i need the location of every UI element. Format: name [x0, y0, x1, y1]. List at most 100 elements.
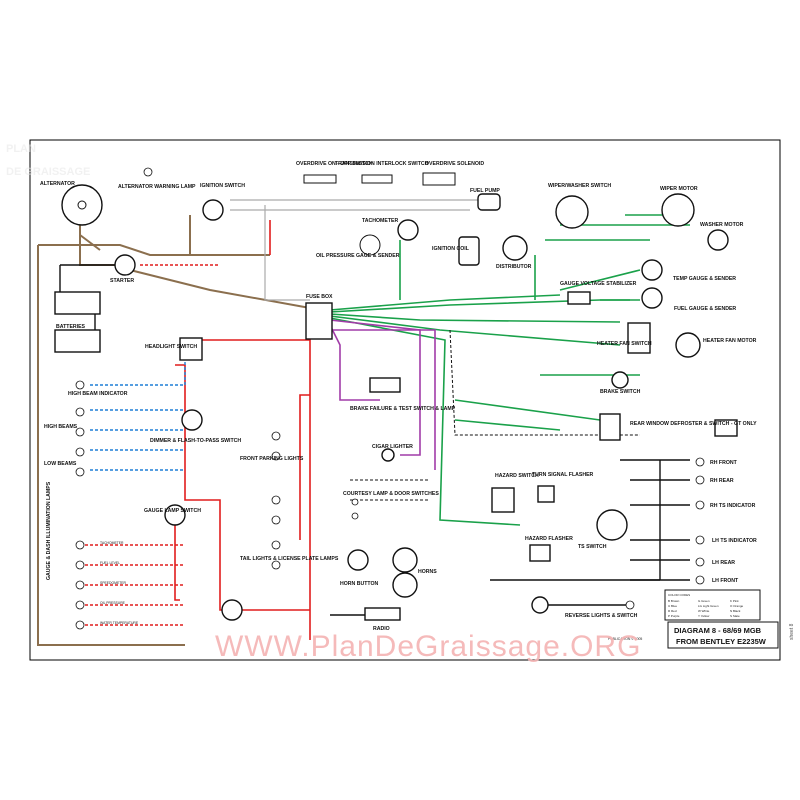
wiper-washer-switch-label: WIPER/WASHER SWITCH — [548, 183, 611, 189]
alternator-warning-lamp: ALTERNATOR WARNING LAMP — [118, 167, 196, 190]
ignition-coil: IGNITION COIL — [432, 236, 480, 266]
overdrive-switch-label: OVERDRIVE ON - OFF SWITCH — [296, 161, 373, 167]
front-parking-lights: FRONT PARKING LIGHTS — [240, 431, 304, 462]
front-parking-lights-label: FRONT PARKING LIGHTS — [240, 456, 304, 462]
wiper-motor: WIPER MOTOR — [660, 186, 698, 227]
heater-fan-switch-label: HEATER FAN SWITCH — [597, 341, 652, 347]
hazard-switch-label: HAZARD SWITCH — [495, 473, 539, 479]
heater-fan-motor: HEATER FAN MOTOR — [675, 332, 757, 358]
rh-rear-label: RH REAR — [710, 478, 734, 484]
turn-signal-flasher-label: TURN SIGNAL FLASHER — [532, 472, 594, 478]
cigar-lighter-label: CIGAR LIGHTER — [372, 444, 413, 450]
headlight-switch: HEADLIGHT SWITCH — [145, 337, 203, 361]
horns-label: HORNS — [418, 569, 437, 575]
lh-rear-lamp: LH REAR — [695, 557, 735, 567]
brake-failure-label: BRAKE FAILURE & TEST SWITCH & LAMP — [350, 406, 456, 412]
radio: RADIO — [364, 607, 401, 632]
horn-button-label: HORN BUTTON — [340, 581, 378, 587]
brake-failure-switch: BRAKE FAILURE & TEST SWITCH & LAMP — [350, 377, 456, 412]
oil-pressure-label: OIL PRESSURE GAGE & SENDER — [316, 253, 400, 259]
black-wires — [59, 199, 690, 616]
dash-lamp-label: TACHOMETER — [100, 541, 124, 545]
horns: HORNS — [392, 547, 437, 598]
batteries-label: BATTERIES — [56, 324, 86, 330]
legend-item: Y Yellow — [698, 614, 710, 618]
ts-switch-label: TS SWITCH — [578, 544, 607, 550]
oil-pressure-gauge: OIL PRESSURE GAGE & SENDER — [316, 234, 400, 259]
ignition-switch: IGNITION SWITCH — [200, 183, 245, 221]
ignition-coil-label: IGNITION COIL — [432, 246, 470, 252]
washer-motor: WASHER MOTOR — [700, 222, 744, 251]
blue-wires — [90, 360, 186, 471]
hazard-flasher-label: HAZARD FLASHER — [525, 536, 573, 542]
sheet-tag: sheet 8 — [789, 623, 795, 640]
transmission-switch-label: TRANSMISSION INTERLOCK SWITCH — [335, 161, 429, 167]
diagram-title: DIAGRAM 8 - 68/69 MGB — [674, 626, 762, 635]
alternator-warning-lamp-label: ALTERNATOR WARNING LAMP — [118, 184, 196, 190]
tachometer-label: TACHOMETER — [362, 218, 398, 224]
rear-window-defroster: REAR WINDOW DEFROSTER & SWITCH - GT ONLY — [599, 413, 757, 441]
legend-item: G Green — [698, 599, 710, 603]
distributor: DISTRIBUTOR — [496, 235, 532, 270]
lh-rear-label: LH REAR — [712, 560, 735, 566]
reverse-lights: REVERSE LIGHTS & SWITCH — [531, 596, 638, 619]
reverse-lights-label: REVERSE LIGHTS & SWITCH — [565, 613, 638, 619]
logo-line1: PLAN — [6, 143, 36, 155]
dimmer-switch: DIMMER & FLASH-TO-PASS SWITCH — [150, 409, 241, 444]
temp-gauge: TEMP GAUGE & SENDER — [641, 259, 736, 282]
horn-button: HORN BUTTON — [340, 549, 378, 587]
starter: STARTER — [110, 254, 136, 284]
transmission-switch: TRANSMISSION INTERLOCK SWITCH — [335, 161, 429, 184]
purple-wires — [329, 319, 436, 470]
rh-ts-indicator: RH TS INDICATOR — [695, 500, 756, 510]
high-beams: HIGH BEAMS — [44, 407, 85, 437]
green-wires — [329, 214, 690, 526]
heater-fan-switch: HEATER FAN SWITCH — [597, 322, 652, 354]
rear-window-defroster-label: REAR WINDOW DEFROSTER & SWITCH - GT ONLY — [630, 421, 757, 427]
overdrive-switch: OVERDRIVE ON - OFF SWITCH — [296, 161, 373, 184]
fuel-pump: FUEL PUMP — [470, 188, 501, 211]
hazard-switch: HAZARD SWITCH — [491, 473, 539, 513]
lh-ts-indicator: LH TS INDICATOR — [695, 535, 757, 545]
distributor-label: DISTRIBUTOR — [496, 264, 532, 270]
logo-watermark: PLAN DE GRAISSAGE — [6, 143, 90, 178]
color-legend: COLOR CODES B Brown U Blue R Red P Purpl… — [664, 589, 761, 621]
ignition-switch-label: IGNITION SWITCH — [200, 183, 245, 189]
courtesy-lamp: COURTESY LAMP & DOOR SWITCHES — [343, 491, 439, 520]
rh-front-label: RH FRONT — [710, 460, 738, 466]
title-block: DIAGRAM 8 - 68/69 MGB FROM BENTLEY E2235… — [667, 621, 779, 649]
wiper-washer-switch: WIPER/WASHER SWITCH — [548, 183, 611, 229]
brake-switch-label: BRAKE SWITCH — [600, 389, 641, 395]
brake-switch: BRAKE SWITCH — [600, 371, 641, 395]
legend-heading: COLOR CODES — [668, 593, 690, 597]
gauge-dash-lamps: GAUGE & DASH ILLUMINATION LAMPS TACHOMET… — [46, 481, 139, 630]
legend-item: R Red — [668, 609, 677, 613]
gauge-dash-lamps-label: GAUGE & DASH ILLUMINATION LAMPS — [46, 481, 52, 580]
low-beams: LOW BEAMS — [44, 447, 85, 477]
lh-ts-indicator-label: LH TS INDICATOR — [712, 538, 757, 544]
legend-item: O Orange — [730, 604, 744, 608]
legend-item: P Purple — [668, 614, 680, 618]
legend-item: K Pink — [730, 599, 739, 603]
bottom-lamp — [221, 599, 243, 621]
gauge-voltage-stabilizer-label: GAUGE VOLTAGE STABILIZER — [560, 281, 637, 287]
headlight-switch-label: HEADLIGHT SWITCH — [145, 344, 197, 350]
watermark-url: WWW.PlanDeGraissage.ORG — [215, 630, 641, 663]
starter-label: STARTER — [110, 278, 134, 284]
legend-item: S Slate — [730, 614, 740, 618]
tachometer: TACHOMETER — [362, 218, 419, 241]
dash-lamp-label: WATER TEMPERATURE — [100, 621, 139, 625]
legend-item: B Brown — [668, 599, 680, 603]
logo-line2: DE GRAISSAGE — [6, 166, 90, 178]
fuse-box: FUSE BOX — [305, 294, 333, 340]
tail-lights: TAIL LIGHTS & LICENSE PLATE LAMPS — [240, 495, 339, 570]
legend-item: W White — [698, 609, 710, 613]
gauge-lamp-switch: GAUGE LAMP SWITCH — [144, 504, 201, 526]
dash-lamp-label: SPEEDOMETER — [100, 581, 127, 585]
fuse-box-label: FUSE BOX — [306, 294, 333, 300]
cigar-lighter: CIGAR LIGHTER — [372, 444, 413, 462]
high-beams-label: HIGH BEAMS — [44, 424, 78, 430]
fuel-gauge-label: FUEL GAUGE & SENDER — [674, 306, 736, 312]
overdrive-solenoid: OVERDRIVE SOLENOID — [422, 161, 484, 186]
